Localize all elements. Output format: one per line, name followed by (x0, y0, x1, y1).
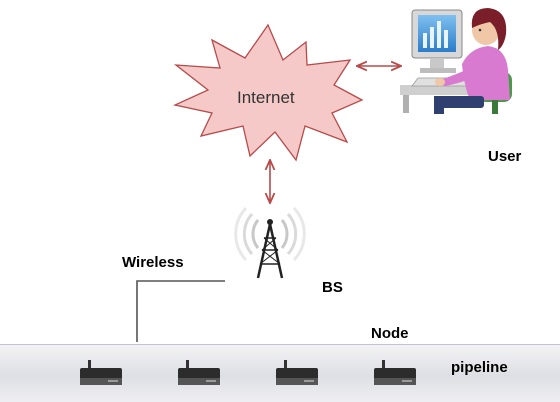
wireless-label: Wireless (122, 254, 184, 271)
user-label: User (488, 148, 522, 165)
wireless-link-line (136, 280, 225, 342)
pipeline-label: pipeline (451, 359, 508, 376)
sensor-node-icon (374, 360, 416, 385)
internet-label: Internet (237, 88, 295, 107)
bs-label: BS (322, 279, 343, 296)
sensor-node-icon (80, 360, 122, 385)
user-at-computer-icon (400, 8, 512, 114)
node-label: Node (371, 325, 409, 342)
sensor-nodes (80, 360, 416, 385)
sensor-node-icon (276, 360, 318, 385)
radio-tower-icon (234, 206, 306, 279)
internet-cloud-icon (172, 23, 364, 162)
sensor-node-icon (178, 360, 220, 385)
